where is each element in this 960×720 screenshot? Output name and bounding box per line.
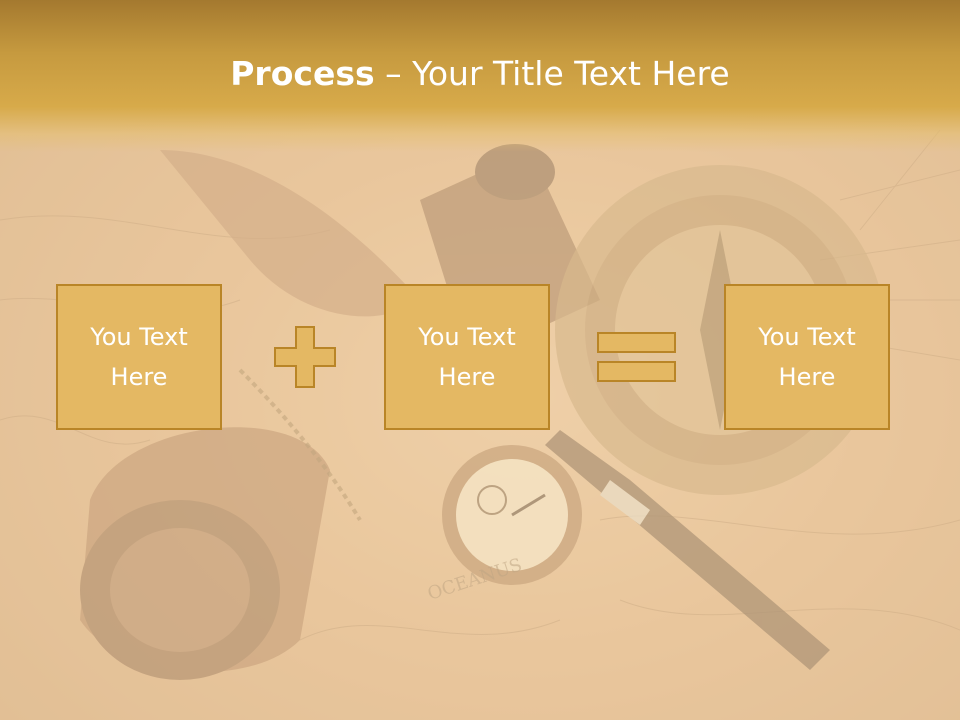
title-bold: Process	[230, 54, 375, 93]
process-box-3[interactable]: You Text Here	[724, 284, 890, 430]
process-box-1-text: You Text Here	[90, 323, 188, 391]
equals-icon	[597, 332, 676, 382]
slide-title[interactable]: Process – Your Title Text Here	[0, 52, 960, 96]
process-box-3-text: You Text Here	[758, 323, 856, 391]
title-bar	[0, 0, 960, 152]
quill-shape	[160, 150, 420, 317]
title-rest: – Your Title Text Here	[374, 54, 730, 93]
plus-icon	[274, 326, 336, 388]
fountain-pen-shape	[545, 430, 830, 670]
pocket-watch-shape	[442, 445, 582, 585]
process-box-1[interactable]: You Text Here	[56, 284, 222, 430]
process-box-2-text: You Text Here	[418, 323, 516, 391]
compass-shape	[555, 165, 885, 495]
process-box-2[interactable]: You Text Here	[384, 284, 550, 430]
telescope-shape	[80, 427, 330, 680]
